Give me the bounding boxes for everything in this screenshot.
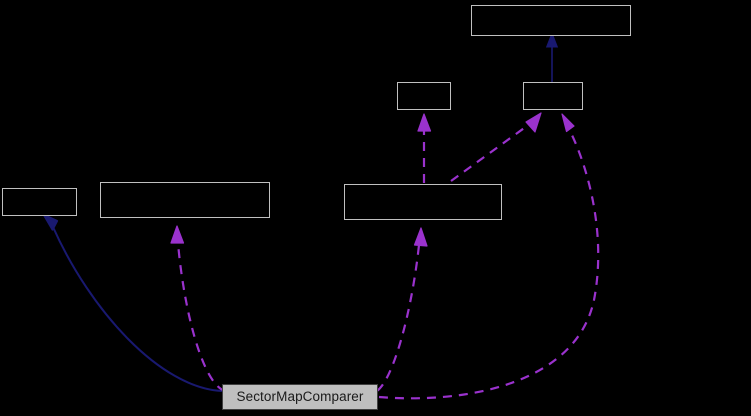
class-node-top[interactable] — [471, 5, 631, 36]
inheritance-edges — [42, 31, 559, 392]
edge-center-to-midright — [450, 112, 542, 182]
class-node-far-left[interactable] — [2, 188, 77, 216]
class-node-mid-right[interactable] — [523, 82, 583, 110]
edge-current-to-left — [170, 225, 226, 393]
usage-edges — [170, 112, 600, 400]
class-node-sectormapcomparer-label: SectorMapComparer — [236, 389, 364, 405]
class-node-center[interactable] — [344, 184, 502, 220]
edge-current-to-midright — [378, 113, 600, 400]
edge-midright-to-top — [545, 31, 559, 82]
class-node-sectormapcomparer[interactable]: SectorMapComparer — [222, 384, 378, 410]
edge-center-to-midleft — [417, 113, 432, 183]
edge-current-to-farleft — [42, 213, 223, 392]
class-node-left[interactable] — [100, 182, 270, 218]
edge-current-to-center — [376, 227, 428, 392]
class-node-mid-left[interactable] — [397, 82, 451, 110]
